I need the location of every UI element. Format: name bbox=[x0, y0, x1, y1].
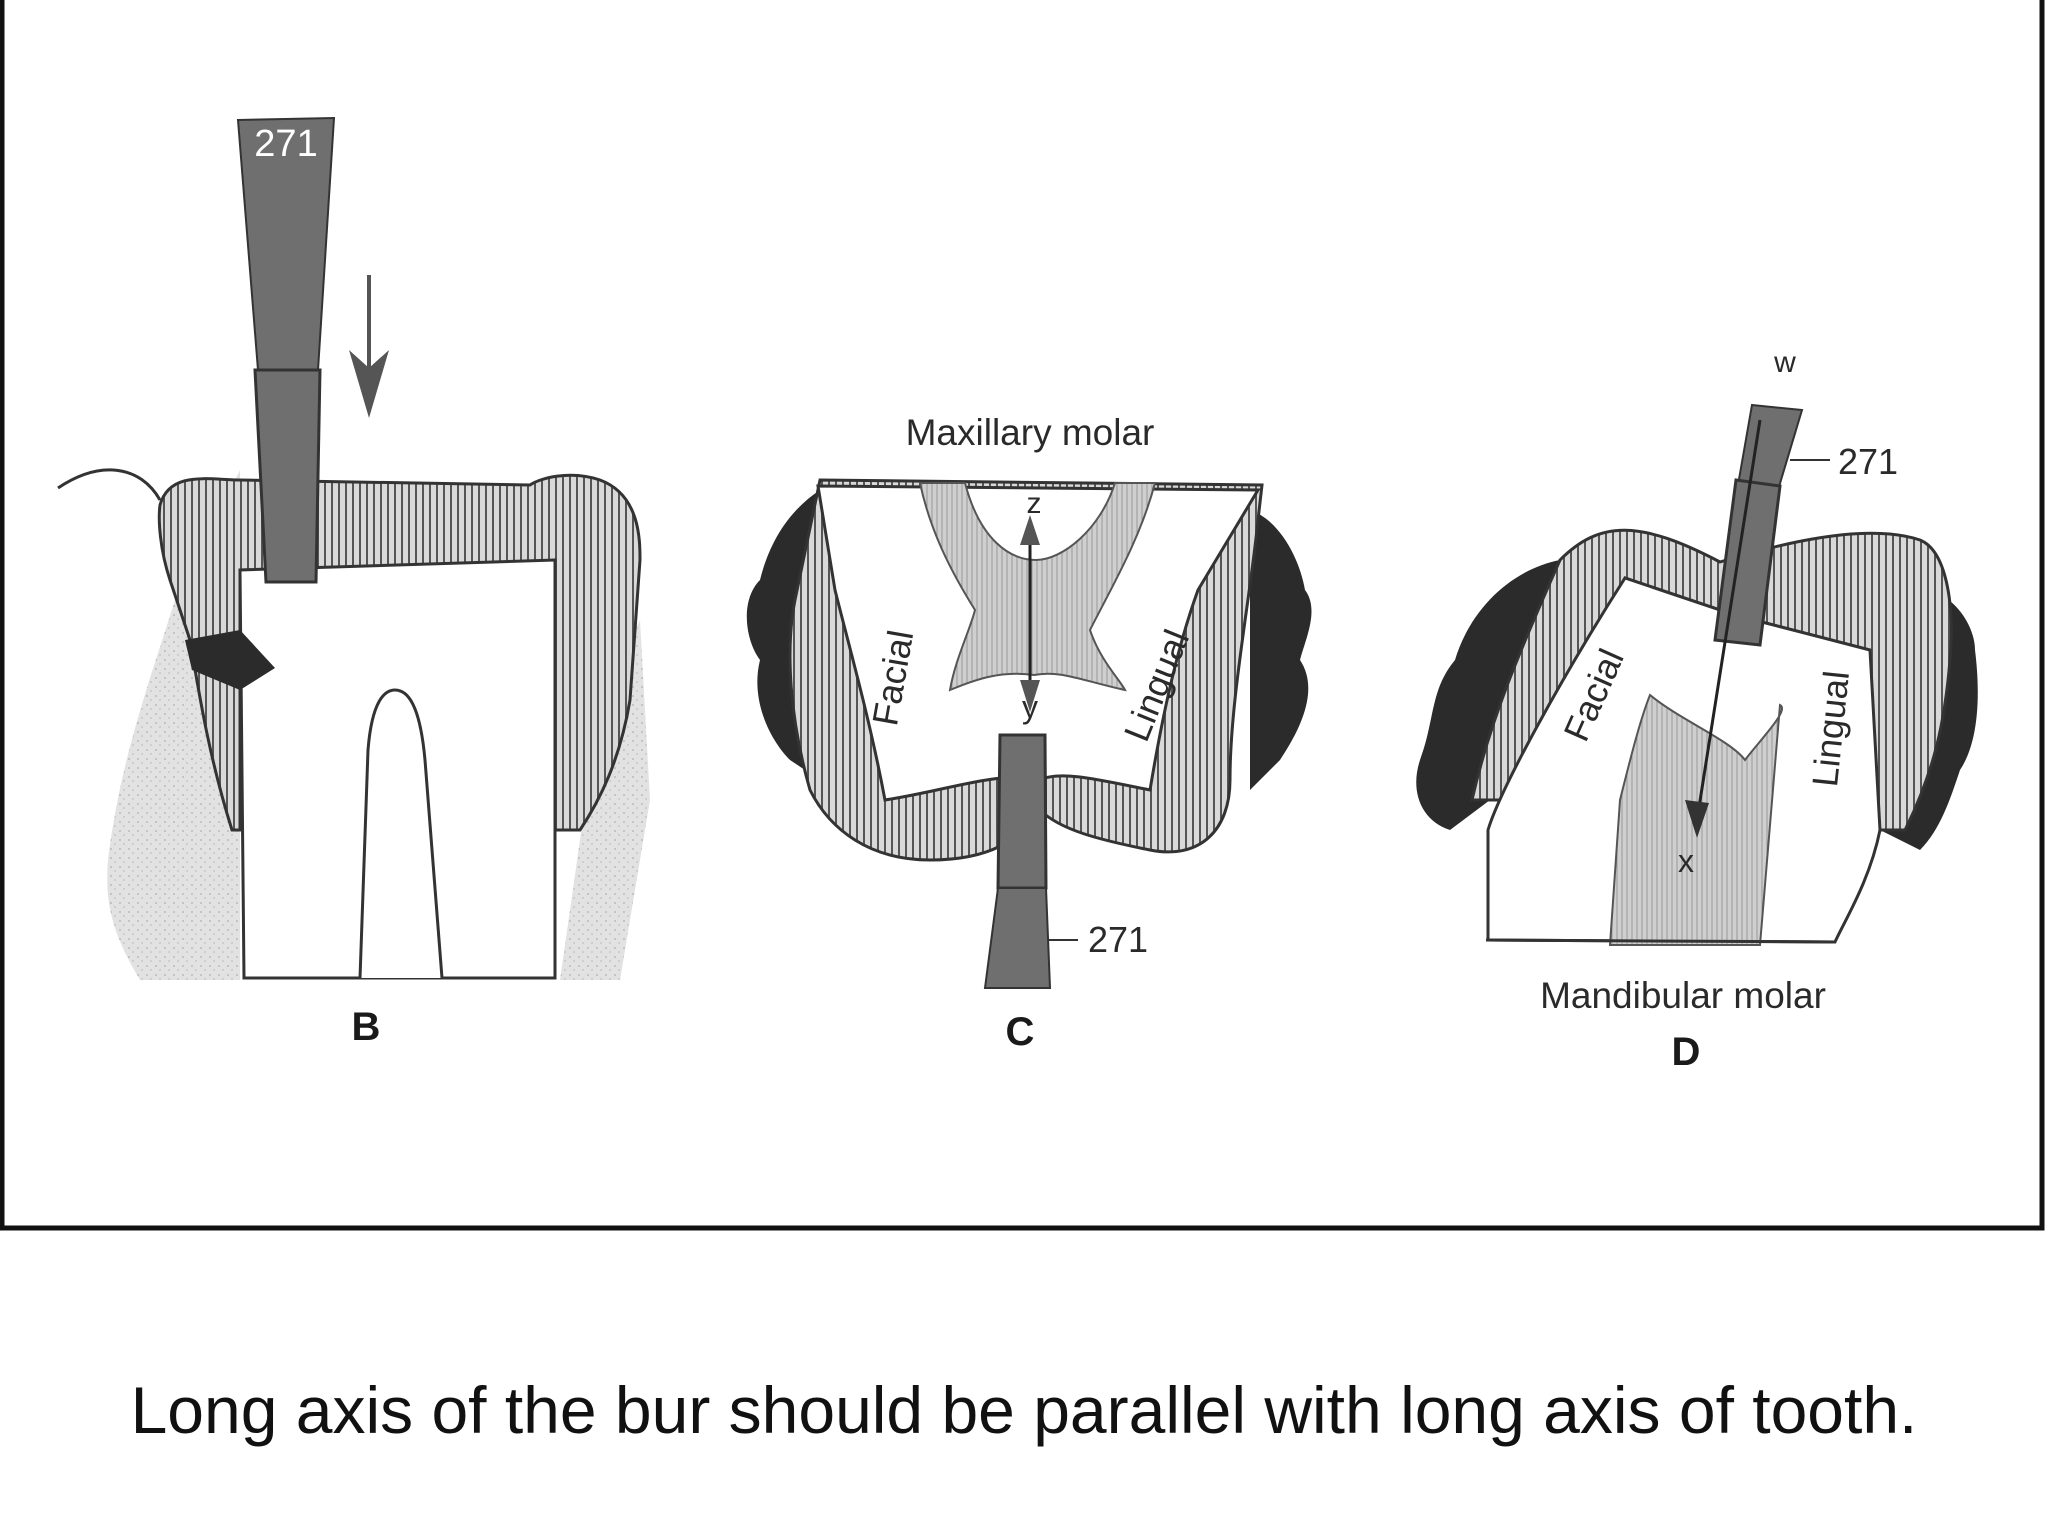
panel-d-bur-shank bbox=[1736, 403, 1804, 492]
panel-d-point-x: x bbox=[1678, 843, 1694, 879]
panel-c-pulp bbox=[918, 482, 1157, 692]
panel-d-base-line bbox=[1485, 938, 1837, 944]
panel-b-bur-label: 271 bbox=[254, 123, 317, 165]
panel-d-title: Mandibular molar bbox=[1540, 975, 1826, 1016]
panel-b-arrow-head bbox=[349, 350, 389, 418]
panel-c-axis-arrow-down bbox=[1020, 680, 1040, 712]
panel-d-enamel bbox=[1470, 528, 1953, 832]
panel-b-letter: B bbox=[352, 1005, 381, 1049]
panel-d-letter: D bbox=[1672, 1030, 1701, 1074]
panel-c-point-y: y bbox=[1022, 689, 1038, 725]
panel-b-bur-head bbox=[253, 368, 322, 584]
panel-b-gingiva-line bbox=[57, 468, 162, 501]
panel-d-point-w: w bbox=[1773, 346, 1796, 379]
panel-b: 271 B bbox=[57, 116, 650, 1049]
panel-c-point-z: z bbox=[1027, 487, 1042, 520]
panel-c: z y 271 Maxillary molar Facial Lingual C bbox=[746, 412, 1312, 1054]
figure-frame bbox=[0, 0, 2045, 1231]
panel-d-gum-left bbox=[1416, 560, 1560, 830]
panel-c-bur-label: 271 bbox=[1088, 919, 1148, 960]
panel-d-axis-arrow bbox=[1685, 800, 1709, 838]
panel-c-bur-head bbox=[996, 733, 1048, 890]
panel-c-axis-arrow-up bbox=[1020, 515, 1040, 545]
panel-b-dark-wedge bbox=[185, 630, 275, 690]
panel-c-bur-shank bbox=[983, 887, 1052, 989]
panel-c-title: Maxillary molar bbox=[906, 412, 1155, 453]
panel-c-letter: C bbox=[1006, 1010, 1035, 1054]
panel-d-axis-line bbox=[1695, 419, 1762, 821]
panel-b-pulp-canal bbox=[358, 688, 444, 979]
panel-c-gum-right bbox=[1250, 510, 1312, 790]
figure-caption: Long axis of the bur should be parallel … bbox=[130, 1373, 1918, 1447]
panel-d-bur-label: 271 bbox=[1838, 441, 1898, 482]
panel-d: 271 w x Facial Lingual Mandibular molar … bbox=[1416, 346, 1978, 1074]
